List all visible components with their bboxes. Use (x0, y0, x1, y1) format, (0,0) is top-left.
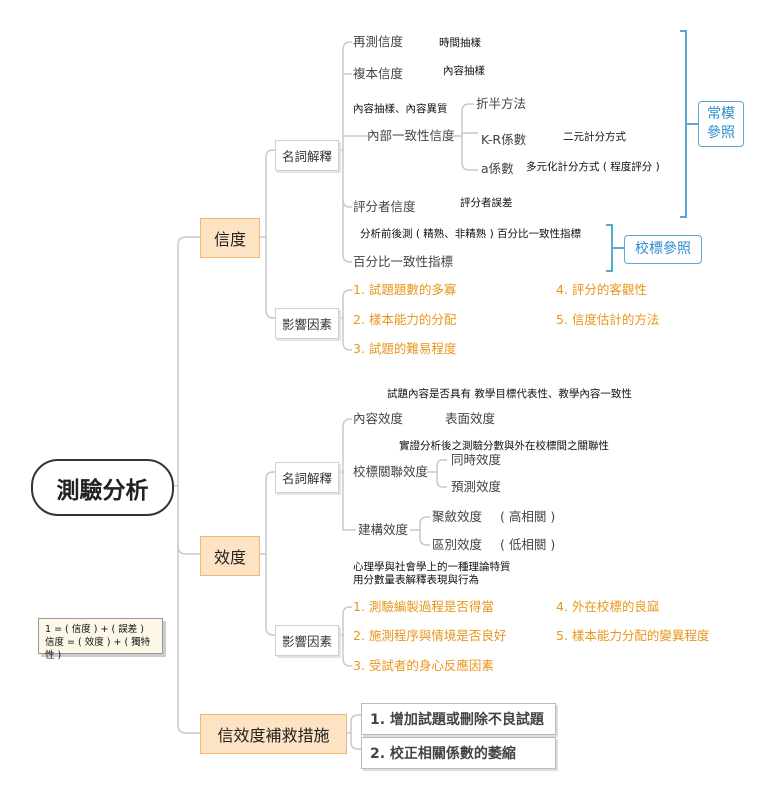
convergent-note: ( 高相關 ) (500, 509, 556, 524)
root-node[interactable]: 測驗分析 (31, 459, 174, 516)
validity-terms-node[interactable]: 名詞解釋 (275, 462, 340, 493)
pct-note: 分析前後測 ( 精熟、非精熟 ) 百分比一致性指標 (360, 228, 582, 240)
rater-reliability[interactable]: 評分者信度 (353, 199, 416, 214)
criterion-note: 實證分析後之測驗分數與外在校標間之關聯性 (399, 440, 609, 452)
remedy-item-2[interactable]: 2. 校正相關係數的萎縮 (361, 737, 556, 769)
face-validity[interactable]: 表面效度 (445, 411, 496, 426)
val-factor-2[interactable]: 2. 施測程序與情境是否良好 (353, 628, 507, 643)
val-factor-5[interactable]: 5. 樣本能力分配的變異程度 (556, 628, 710, 643)
retest-reliability[interactable]: 再測信度 (353, 34, 404, 49)
rel-factor-4[interactable]: 4. 評分的客觀性 (556, 282, 647, 297)
convergent-validity[interactable]: 聚斂效度 (432, 509, 483, 524)
discriminant-note: ( 低相關 ) (500, 537, 556, 552)
val-factor-3[interactable]: 3. 受試者的身心反應因素 (353, 658, 494, 673)
rel-factor-3[interactable]: 3. 試題的難易程度 (353, 341, 457, 356)
content-validity[interactable]: 內容效度 (353, 411, 404, 426)
alpha-coefficient[interactable]: a係數 (481, 161, 514, 176)
rel-factor-1[interactable]: 1. 試題題數的多寡 (353, 282, 457, 297)
formula-line-1: 1 = ( 信度 ) + ( 誤差 ) (45, 624, 144, 635)
concurrent-validity[interactable]: 同時效度 (451, 454, 502, 466)
discriminant-validity[interactable]: 區別效度 (432, 537, 483, 552)
kr-coefficient[interactable]: K-R係數 (481, 132, 527, 147)
alpha-note: 多元化計分方式 ( 程度評分 ) (526, 161, 660, 173)
construct-note-2: 用分數量表解釋表現與行為 (353, 574, 479, 586)
construct-validity[interactable]: 建構效度 (358, 522, 409, 537)
reliability-factors-node[interactable]: 影響因素 (275, 308, 340, 339)
reliability-terms-node[interactable]: 名詞解釋 (275, 140, 340, 171)
split-half[interactable]: 折半方法 (476, 96, 527, 111)
construct-note-1: 心理學與社會學上的一種理論特質 (353, 561, 511, 573)
rater-note: 評分者誤差 (460, 197, 513, 209)
formula-line-2: 信度 = ( 效度 ) + ( 獨特性 ) (45, 637, 151, 661)
formula-note: 1 = ( 信度 ) + ( 誤差 ) 信度 = ( 效度 ) + ( 獨特性 … (38, 618, 163, 661)
rel-factor-2[interactable]: 2. 樣本能力的分配 (353, 312, 457, 327)
parallel-reliability[interactable]: 複本信度 (353, 66, 404, 81)
reliability-node[interactable]: 信度 (200, 218, 260, 258)
val-factor-4[interactable]: 4. 外在校標的良窳 (556, 599, 660, 614)
norm-reference-tag[interactable]: 常模 參照 (698, 101, 744, 147)
criterion-validity[interactable]: 校標關聯效度 (353, 464, 429, 479)
criterion-reference-tag[interactable]: 校標參照 (624, 235, 702, 264)
validity-factors-node[interactable]: 影響因素 (275, 625, 340, 656)
val-factor-1[interactable]: 1. 測驗編製過程是否得當 (353, 599, 494, 614)
parallel-note: 內容抽樣 (443, 65, 485, 77)
internal-consistency[interactable]: 內部一致性信度 (367, 128, 455, 143)
rel-factor-5[interactable]: 5. 信度估計的方法 (556, 312, 660, 327)
pct-agreement[interactable]: 百分比一致性指標 (353, 254, 454, 269)
internal-note: 內容抽樣、內容異質 (353, 103, 448, 115)
remedy-item-1[interactable]: 1. 增加試題或刪除不良試題 (361, 703, 556, 735)
predictive-validity[interactable]: 預測效度 (451, 479, 502, 494)
remedy-node[interactable]: 信效度補救措施 (200, 714, 347, 754)
kr-note: 二元計分方式 (563, 131, 626, 143)
content-note: 試題內容是否具有 教學目標代表性、教學內容一致性 (387, 388, 632, 400)
retest-note: 時間抽樣 (439, 37, 481, 49)
validity-node[interactable]: 效度 (200, 536, 260, 576)
